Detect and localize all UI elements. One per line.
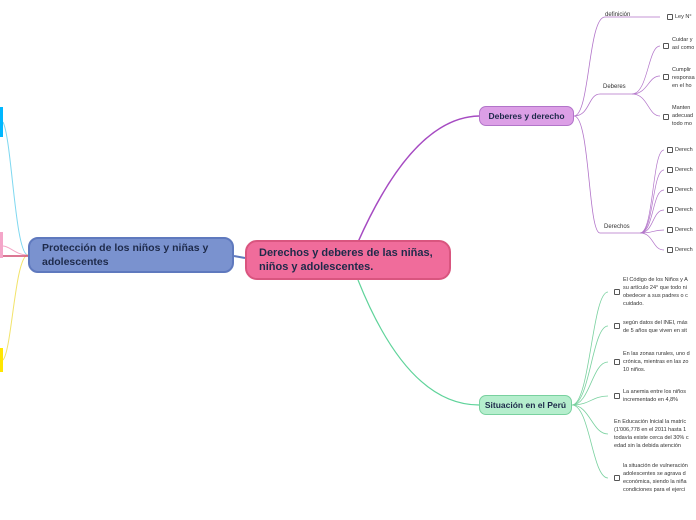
- derecho-3-leaf[interactable]: Derech: [675, 187, 693, 193]
- deber-2-checkbox[interactable]: [663, 74, 669, 80]
- situacion-1-leaf[interactable]: El Código de los Niños y A su artículo 2…: [623, 277, 688, 307]
- deberes-derecho-node[interactable]: Deberes y derecho: [479, 106, 574, 126]
- deberes-derecho-label: Deberes y derecho: [488, 111, 565, 121]
- deber-2-leaf[interactable]: Cumplir responsa en el ho: [672, 67, 695, 89]
- situacion-peru-label: Situación en el Perú: [484, 400, 567, 410]
- central-topic-node[interactable]: Derechos y deberes de las niñas, niños y…: [245, 240, 451, 280]
- left-stub-pink[interactable]: [0, 232, 3, 258]
- situacion-3-checkbox[interactable]: [614, 359, 620, 365]
- derecho-5-checkbox[interactable]: [667, 227, 673, 233]
- derecho-4-leaf[interactable]: Derech: [675, 207, 693, 213]
- left-stub-yellow[interactable]: [0, 348, 3, 372]
- proteccion-node[interactable]: Protección de los niños y niñas y adoles…: [28, 237, 234, 273]
- deber-3-leaf[interactable]: Manten adecuad todo mo: [672, 105, 694, 127]
- derecho-3-checkbox[interactable]: [667, 187, 673, 193]
- derecho-6-checkbox[interactable]: [667, 247, 673, 253]
- derecho-5-leaf[interactable]: Derech: [675, 227, 693, 233]
- proteccion-text: Protección de los niños y niñas y adoles…: [42, 242, 209, 268]
- left-stub-cyan[interactable]: [0, 107, 3, 137]
- situacion-4-checkbox[interactable]: [614, 393, 620, 399]
- derecho-1-leaf[interactable]: Derech: [675, 147, 693, 153]
- situacion-4-leaf[interactable]: La anemia entre los niños incrementado e…: [623, 389, 686, 403]
- definicion-checkbox[interactable]: [667, 14, 673, 20]
- derecho-2-leaf[interactable]: Derech: [675, 167, 693, 173]
- situacion-6-checkbox[interactable]: [614, 475, 620, 481]
- derecho-4-checkbox[interactable]: [667, 207, 673, 213]
- deberes-label[interactable]: Deberes: [603, 84, 626, 90]
- deber-3-checkbox[interactable]: [663, 114, 669, 120]
- deber-1-checkbox[interactable]: [663, 43, 669, 49]
- definicion-label[interactable]: definición: [605, 12, 631, 18]
- situacion-peru-node[interactable]: Situación en el Perú: [479, 395, 572, 415]
- deber-1-leaf[interactable]: Cuidar y así como: [672, 37, 695, 51]
- situacion-2-checkbox[interactable]: [614, 323, 620, 329]
- situacion-5-leaf[interactable]: En Educación Inicial la matríc (1'006,77…: [614, 419, 689, 449]
- situacion-6-leaf[interactable]: la situación de vulneración adolescentes…: [623, 463, 688, 493]
- situacion-1-checkbox[interactable]: [614, 289, 620, 295]
- central-topic-text: Derechos y deberes de las niñas, niños y…: [259, 247, 433, 273]
- definicion-leaf[interactable]: Ley N°: [675, 14, 692, 20]
- derecho-1-checkbox[interactable]: [667, 147, 673, 153]
- derechos-label[interactable]: Derechos: [604, 224, 630, 230]
- situacion-2-leaf[interactable]: según datos del INEI, más de 5 años que …: [623, 320, 688, 334]
- derecho-6-leaf[interactable]: Derech: [675, 247, 693, 253]
- situacion-3-leaf[interactable]: En las zonas rurales, uno d crónica, mie…: [623, 351, 690, 373]
- derecho-2-checkbox[interactable]: [667, 167, 673, 173]
